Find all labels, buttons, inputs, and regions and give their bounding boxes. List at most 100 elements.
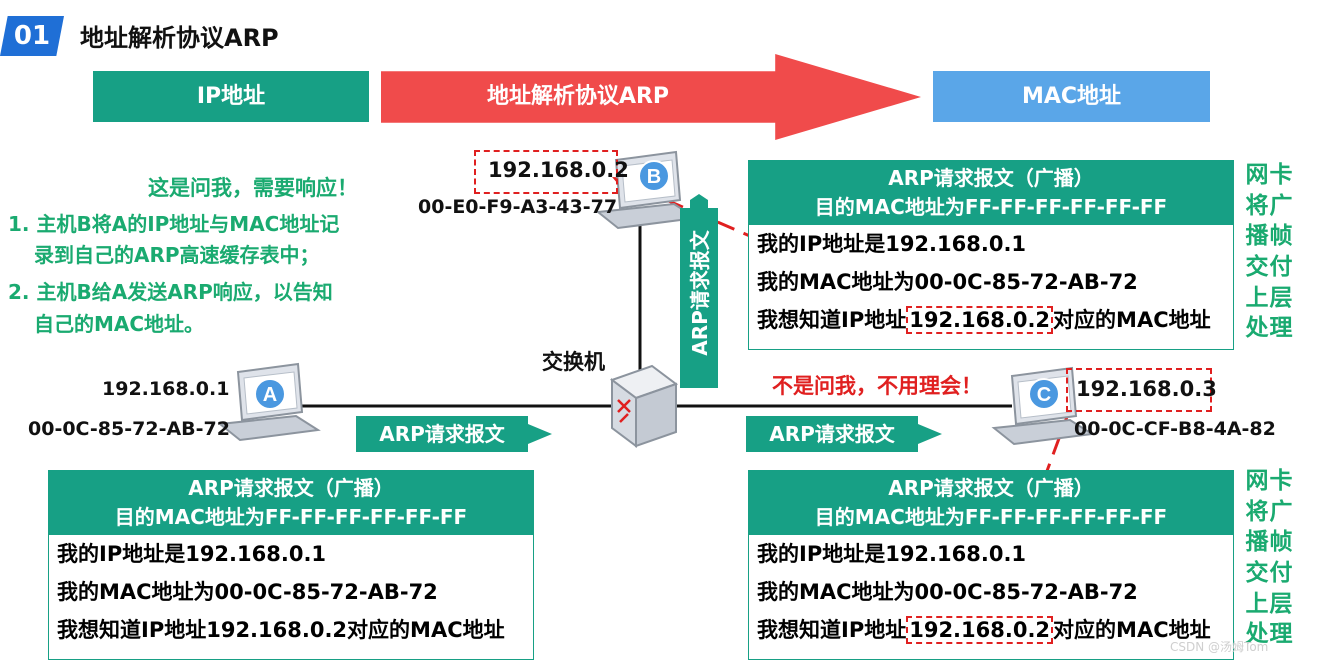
side-note-bottom-char: 帧: [1269, 529, 1293, 555]
arp-packet-panel-b-row2: 我的MAC地址为00-0C-85-72-AB-72: [757, 270, 1138, 294]
arp-packet-panel-a-head: ARP请求报文（广播） 目的MAC地址为FF-FF-FF-FF-FF-FF: [49, 471, 533, 535]
side-note-top-char: 付: [1269, 254, 1293, 280]
arp-request-up-label: ARP请求报文: [688, 230, 712, 356]
side-note-top: 网卡将广播帧: [1246, 160, 1293, 252]
side-note-row: 交付: [1239, 558, 1299, 589]
arp-packet-panel-a-row3: 我想知道IP地址192.168.0.2对应的MAC地址: [49, 611, 533, 649]
host-b-note-item2-line1: 2. 主机B给A发送ARP响应，以告知: [8, 280, 333, 304]
side-note-bottom-char: 理: [1269, 621, 1293, 647]
arp-packet-panel-a-head1: ARP请求报文（广播）: [188, 476, 394, 500]
page-title: 地址解析协议ARP: [80, 24, 279, 52]
laptop-c-letter: C: [1037, 384, 1051, 406]
side-note-top-char: 理: [1269, 315, 1293, 341]
arp-packet-panel-a-head2: 目的MAC地址为FF-FF-FF-FF-FF-FF: [114, 505, 468, 529]
arp-request-up-arrow: [680, 194, 718, 388]
side-note-row: 交付: [1239, 252, 1299, 283]
laptop-b-icon: B: [595, 150, 699, 230]
arp-packet-panel-c-head2: 目的MAC地址为FF-FF-FF-FF-FF-FF: [814, 505, 1168, 529]
arp-packet-panel-c-target-ip: 192.168.0.2: [906, 616, 1054, 644]
side-note-top-char: 交: [1245, 254, 1269, 280]
arp-packet-panel-c-head: ARP请求报文（广播） 目的MAC地址为FF-FF-FF-FF-FF-FF: [749, 471, 1233, 535]
arp-packet-panel-a-target-ip: 192.168.0.2: [206, 618, 348, 642]
host-b-note-item2-line2: 自己的MAC地址。: [34, 312, 205, 336]
watermark: CSDN @汤姆Tom: [1170, 640, 1269, 654]
side-note-bottom-char: 播: [1245, 529, 1269, 555]
side-note-top-char: 网: [1245, 162, 1269, 188]
arp-packet-panel-c-row2: 我的MAC地址为00-0C-85-72-AB-72: [757, 580, 1138, 604]
arp-packet-panel-b-row1: 我的IP地址是192.168.0.1: [757, 232, 1027, 256]
host-b-ip-box: [474, 150, 618, 194]
host-b-note-item1-line2: 录到自己的ARP高速缓存表中；: [34, 243, 320, 267]
side-note-top-char: 广: [1269, 192, 1293, 219]
side-note-row: 网卡: [1239, 160, 1299, 191]
host-c-ip-box: [1066, 368, 1212, 412]
section-number-badge: 01: [0, 16, 64, 56]
side-note-bottom-col2: 交付上层处理: [1246, 558, 1293, 650]
laptop-a-icon: A: [217, 362, 321, 442]
arp-request-tag-left-label: ARP请求报文: [379, 422, 505, 446]
arp-packet-panel-b-row3-suffix: 对应的MAC地址: [1053, 308, 1211, 332]
side-note-row: 处理: [1239, 619, 1299, 650]
arp-packet-panel-b-head: ARP请求报文（广播） 目的MAC地址为FF-FF-FF-FF-FF-FF: [749, 161, 1233, 225]
arp-packet-panel-c-row3-prefix: 我想知道IP地址: [757, 618, 907, 642]
side-note-row: 播帧: [1239, 221, 1299, 252]
arp-arrow-label: 地址解析协议ARP: [486, 84, 670, 109]
arp-packet-panel-a-row2: 我的MAC地址为00-0C-85-72-AB-72: [57, 580, 438, 604]
laptop-c-icon: C: [991, 366, 1095, 446]
side-note-top-char: 层: [1269, 284, 1293, 311]
host-b-note-item1-line1: 1. 主机B将A的IP地址与MAC地址记: [8, 212, 340, 236]
side-note-row: 将广: [1239, 497, 1299, 528]
side-note-bottom-char: 交: [1245, 560, 1269, 586]
side-note-bottom: 网卡将广播帧: [1246, 466, 1293, 558]
host-b-note-heading: 这是问我，需要响应！: [148, 176, 358, 200]
arp-packet-panel-b-target-ip: 192.168.0.2: [906, 306, 1054, 334]
side-note-top-char: 帧: [1269, 223, 1293, 249]
arp-packet-panel-a: ARP请求报文（广播） 目的MAC地址为FF-FF-FF-FF-FF-FF 我的…: [48, 470, 534, 660]
side-note-row: 处理: [1239, 313, 1299, 344]
side-note-top-char: 播: [1245, 223, 1269, 249]
arp-packet-panel-c-row3-suffix: 对应的MAC地址: [1053, 618, 1211, 642]
side-note-bottom-char: 网: [1245, 468, 1269, 494]
host-c-mac: 00-0C-CF-B8-4A-82: [1074, 418, 1276, 440]
side-note-bottom-char: 付: [1269, 560, 1293, 586]
mac-address-label: MAC地址: [1021, 84, 1122, 109]
side-note-top-char: 处: [1245, 315, 1269, 341]
arp-packet-panel-a-row3-suffix: 对应的MAC地址: [347, 618, 505, 642]
side-note-top-col2: 交付上层处理: [1246, 252, 1293, 344]
host-b-ip: 192.168.0.2: [488, 158, 629, 182]
arp-packet-panel-a-row3-prefix: 我想知道IP地址: [57, 618, 207, 642]
host-c-note: 不是问我，不用理会！: [772, 374, 982, 398]
mac-address-box: MAC地址: [933, 71, 1210, 122]
arp-packet-panel-c-row1: 我的IP地址是192.168.0.1: [757, 542, 1027, 566]
arp-request-tag-left: ARP请求报文: [356, 416, 552, 452]
side-note-row: 将广: [1239, 191, 1299, 222]
side-note-bottom-char: 卡: [1269, 468, 1293, 494]
side-note-bottom-char: 上: [1245, 590, 1269, 617]
arp-packet-panel-b-row3-prefix: 我想知道IP地址: [757, 308, 907, 332]
side-note-row: 网卡: [1239, 466, 1299, 497]
side-note-top-char: 将: [1245, 192, 1269, 219]
host-a-mac: 00-0C-85-72-AB-72: [28, 418, 230, 440]
host-b-mac: 00-E0-F9-A3-43-77: [418, 196, 618, 218]
side-note-row: 播帧: [1239, 527, 1299, 558]
arp-packet-panel-b-head1: ARP请求报文（广播）: [888, 166, 1094, 190]
arp-packet-panel-c-head1: ARP请求报文（广播）: [888, 476, 1094, 500]
side-note-bottom-char: 处: [1245, 621, 1269, 647]
side-note-bottom-char: 层: [1269, 590, 1293, 617]
ip-address-label: IP地址: [196, 84, 266, 109]
arp-request-tag-right: ARP请求报文: [746, 416, 942, 452]
arp-packet-panel-a-row1: 我的IP地址是192.168.0.1: [57, 542, 327, 566]
side-note-top-char: 上: [1245, 284, 1269, 311]
side-note-row: 上层: [1239, 283, 1299, 314]
switch-icon: [609, 364, 679, 448]
laptop-a-letter: A: [263, 384, 277, 406]
arp-request-tag-right-label: ARP请求报文: [769, 422, 895, 446]
host-a-ip: 192.168.0.1: [102, 378, 230, 400]
host-c-ip: 192.168.0.3: [1076, 377, 1217, 401]
arp-packet-panel-b-head2: 目的MAC地址为FF-FF-FF-FF-FF-FF: [814, 195, 1168, 219]
switch-label: 交换机: [542, 350, 605, 374]
ip-address-box: IP地址: [93, 71, 369, 122]
laptop-b-letter: B: [647, 166, 661, 188]
